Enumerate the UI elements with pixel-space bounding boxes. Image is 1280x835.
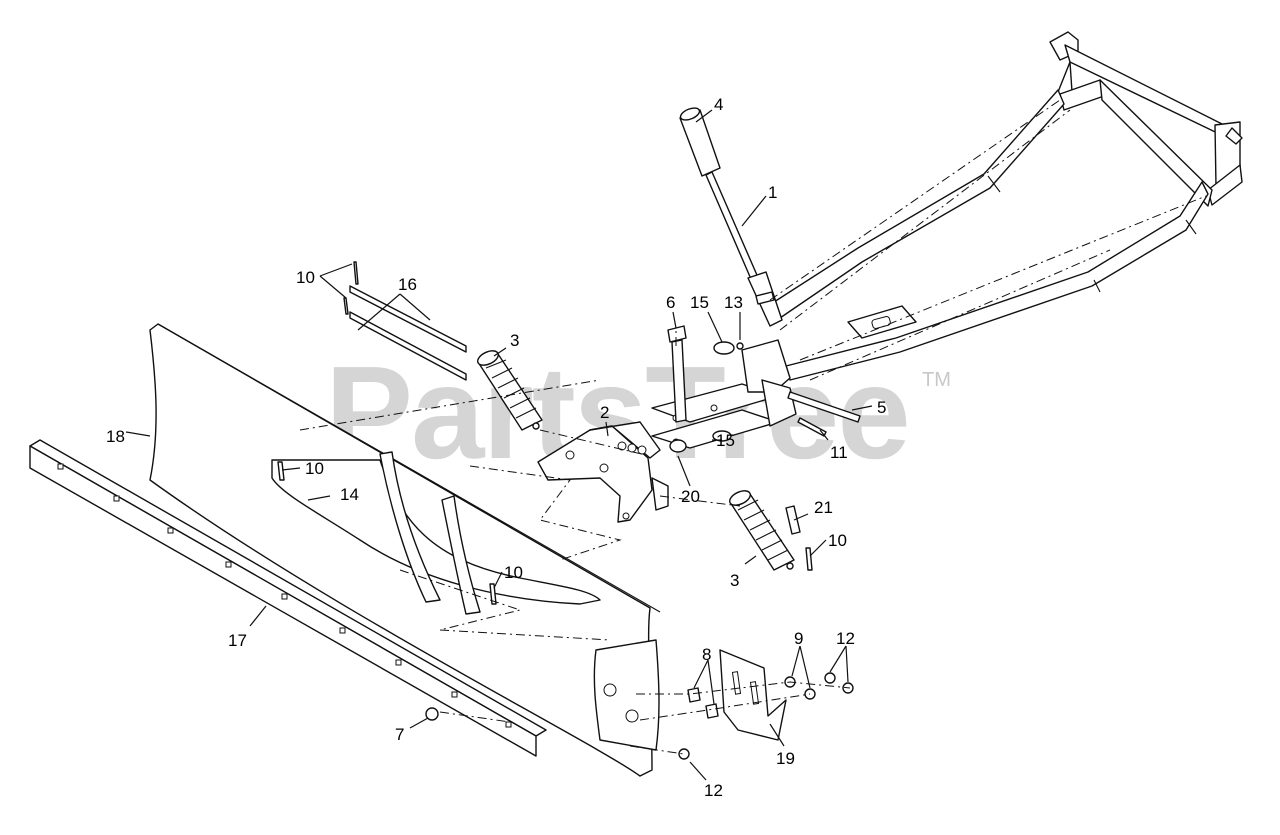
- spring-right: [729, 490, 795, 571]
- callout-12-right: 12: [836, 629, 855, 648]
- callout-15-bottom: 15: [716, 431, 735, 450]
- spring-left: [477, 350, 543, 431]
- callout-3-lower: 3: [730, 571, 739, 590]
- callout-4: 4: [714, 95, 723, 114]
- callout-5: 5: [877, 398, 886, 417]
- callout-9: 9: [794, 629, 803, 648]
- callout-13: 13: [724, 293, 743, 312]
- callout-10-mid: 10: [305, 459, 324, 478]
- callout-3-upper: 3: [510, 331, 519, 350]
- hardware: [667, 325, 861, 453]
- callout-20: 20: [681, 487, 700, 506]
- callout-10-right: 10: [828, 531, 847, 550]
- callout-11: 11: [830, 443, 848, 462]
- skid-shoe: [719, 649, 787, 741]
- callout-7: 7: [395, 725, 404, 744]
- callout-15-top: 15: [690, 293, 709, 312]
- callout-21: 21: [814, 498, 833, 517]
- leader-lines: [125, 109, 873, 781]
- callout-6: 6: [666, 293, 675, 312]
- assembly-lines: [299, 99, 1207, 755]
- cutting-edge: [29, 439, 547, 757]
- mount-bracket: [537, 421, 669, 523]
- callout-19: 19: [776, 749, 795, 768]
- callout-17: 17: [228, 631, 247, 650]
- snow-blade: [149, 323, 661, 777]
- callout-2: 2: [600, 403, 609, 422]
- push-frame: [773, 31, 1243, 381]
- callout-16: 16: [398, 275, 417, 294]
- callout-8: 8: [702, 645, 711, 664]
- callout-1: 1: [768, 183, 777, 202]
- callout-labels: 4 1 5 6 15 13 15 2 20 11 3 3 10 16 10 14…: [106, 95, 886, 800]
- callout-12-bottom: 12: [704, 781, 723, 800]
- callout-10-top: 10: [296, 268, 315, 287]
- callout-10-blade: 10: [504, 563, 523, 582]
- lift-lever: [679, 107, 783, 327]
- callout-14: 14: [340, 485, 359, 504]
- callout-18: 18: [106, 427, 125, 446]
- small-hardware: [277, 261, 854, 760]
- watermark-trademark: TM: [922, 369, 951, 391]
